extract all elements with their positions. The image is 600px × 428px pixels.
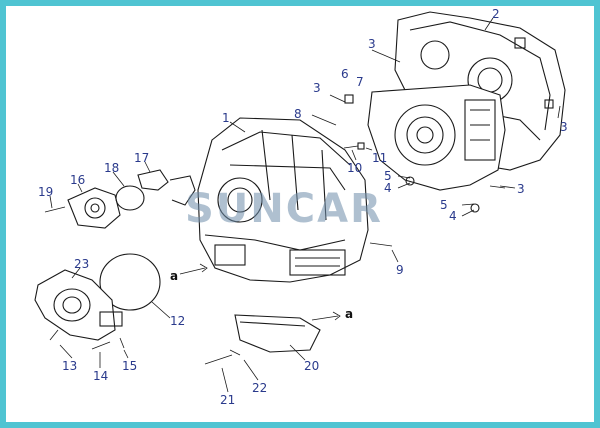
o-ring-18 (115, 185, 145, 211)
callout-4-a: 4 (384, 181, 392, 195)
arrow-a-right (311, 311, 341, 321)
callout-17: 17 (134, 151, 149, 165)
watermark: SUNCAR (185, 186, 383, 232)
callout-5-b: 5 (440, 198, 448, 212)
callout-9: 9 (396, 263, 404, 277)
callout-3-a: 3 (368, 37, 376, 51)
callout-18: 18 (104, 161, 119, 175)
gasket-12 (99, 253, 161, 311)
callout-15: 15 (122, 359, 137, 373)
callout-5-a: 5 (384, 169, 392, 183)
callout-22: 22 (252, 381, 267, 395)
callout-2: 2 (492, 7, 500, 21)
callout-6: 6 (341, 67, 349, 81)
callout-3-d: 3 (517, 182, 525, 196)
arrow-label-right: a (345, 307, 353, 321)
callout-19: 19 (38, 185, 53, 199)
callout-20: 20 (304, 359, 319, 373)
callout-23: 23 (74, 257, 89, 271)
transmission-case-1 (197, 117, 369, 283)
cover-23 (34, 269, 123, 341)
callout-12: 12 (170, 314, 185, 328)
callout-3-b: 3 (313, 81, 321, 95)
callout-13: 13 (62, 359, 77, 373)
pump-16 (67, 187, 121, 229)
arrow-a-left (179, 263, 208, 275)
leader-lines (49, 17, 561, 393)
callout-4-b: 4 (449, 209, 457, 223)
cover-plate (367, 84, 506, 191)
plate-20 (234, 314, 321, 353)
callout-21: 21 (220, 393, 235, 407)
callout-8: 8 (294, 107, 302, 121)
callout-1: 1 (222, 111, 230, 125)
callout-3-c: 3 (560, 120, 568, 134)
callout-10: 10 (347, 161, 362, 175)
callout-11: 11 (372, 151, 387, 165)
callout-16: 16 (70, 173, 85, 187)
callout-14: 14 (93, 369, 108, 383)
callout-7: 7 (356, 75, 364, 89)
bolts (44, 49, 506, 365)
arrow-label-left: a (170, 269, 178, 283)
bracket-17 (137, 169, 196, 206)
